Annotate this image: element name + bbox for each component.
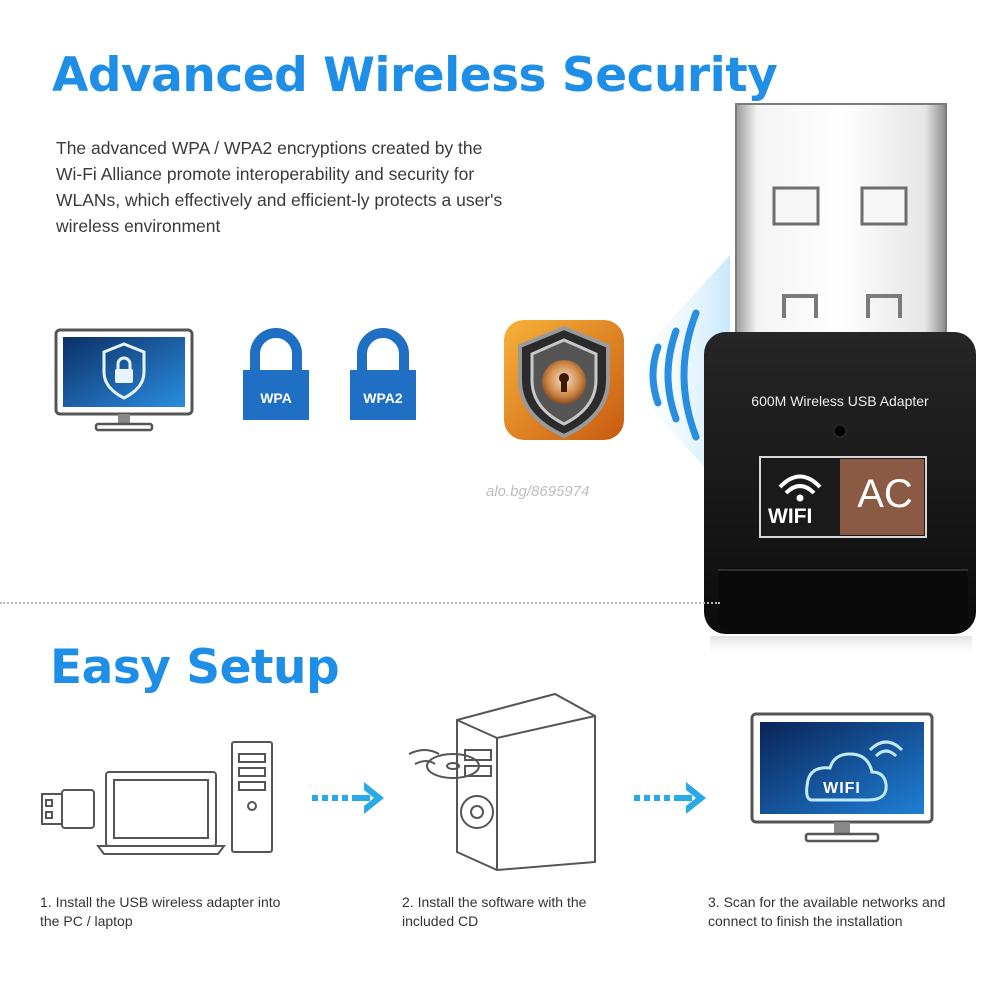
- usb-adapter-image: [704, 103, 976, 658]
- step-3-caption: 3. Scan for the available networks and c…: [708, 894, 946, 929]
- watermark: alo.bg/8695974: [486, 483, 590, 500]
- monitor-wifi-icon: [750, 712, 934, 843]
- section-divider: [0, 602, 720, 604]
- wpa-label: WPA: [260, 390, 292, 406]
- step-1-caption: 1. Install the USB wireless adapter into…: [40, 894, 281, 929]
- security-title: Advanced Wireless Security: [52, 48, 778, 103]
- step-2-caption: 2. Install the software with the include…: [402, 894, 587, 929]
- screen-wifi-label: WIFI: [823, 780, 861, 797]
- wpa2-lock-icon: WPA2: [350, 328, 416, 420]
- wpa2-label: WPA2: [363, 390, 403, 406]
- signal-waves-icon: [620, 255, 730, 495]
- ac-logo-text: AC: [857, 472, 913, 516]
- security-shield-app-icon: [504, 320, 624, 440]
- wifi-logo-text: WIFI: [768, 505, 813, 528]
- adapter-model-label: 600M Wireless USB Adapter: [751, 393, 929, 409]
- arrow-right-icon: [312, 782, 384, 814]
- cd-install-icon: [408, 692, 596, 872]
- arrow-right-icon: [634, 782, 706, 814]
- wpa-lock-icon: WPA: [243, 328, 309, 420]
- monitor-shield-icon: [54, 328, 194, 432]
- usb-laptop-pc-icon: [41, 741, 273, 855]
- security-description: The advanced WPA / WPA2 encryptions crea…: [56, 138, 503, 236]
- setup-title: Easy Setup: [50, 640, 340, 695]
